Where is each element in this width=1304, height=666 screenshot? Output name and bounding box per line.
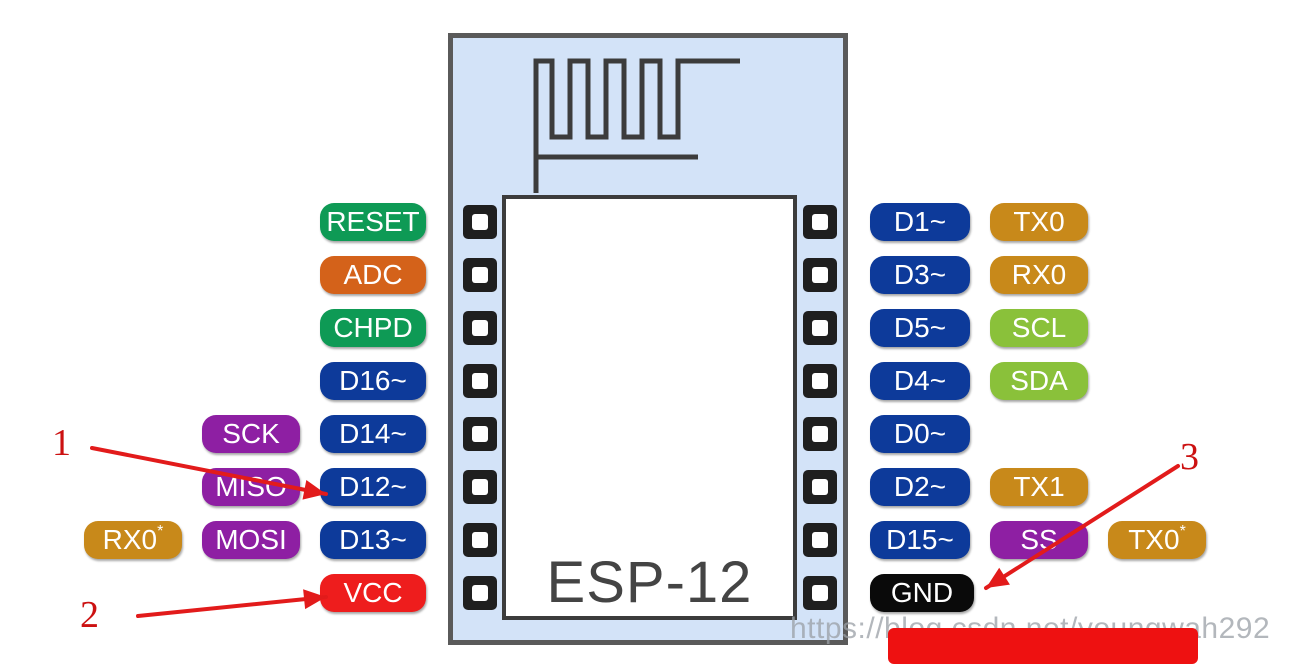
pin-label-d12-text: D12~ [339, 471, 407, 502]
pad-left-1 [463, 205, 497, 239]
red-highlight-bar [888, 628, 1198, 664]
pin-label-d2-text: D2~ [893, 471, 947, 502]
pad-right-8 [803, 576, 837, 610]
pad-right-5 [803, 417, 837, 451]
pin-label-reset-text: RESET [326, 206, 420, 237]
pad-right-6 [803, 470, 837, 504]
pcb-antenna-trace [533, 58, 740, 193]
pin-alt-tx0-right-text: TX0 [1128, 524, 1180, 555]
pad-right-1 [803, 205, 837, 239]
pin-label-d13: D13~ [320, 521, 426, 559]
pad-right-7 [803, 523, 837, 557]
pin-alt-sck-left-text: SCK [222, 418, 280, 449]
pin-alt-rx0-left: RX0* [84, 521, 182, 559]
pad-left-5 [463, 417, 497, 451]
pin-alt-mosi-left-text: MOSI [215, 524, 287, 555]
pad-left-4 [463, 364, 497, 398]
pin-label-d3: D3~ [870, 256, 970, 294]
annotation-arrow-1 [90, 446, 328, 500]
annotation-number-3: 3 [1180, 436, 1199, 478]
pin-label-vcc: VCC [320, 574, 426, 612]
pin-alt-tx0-right-sup: * [1179, 523, 1186, 540]
pad-left-6 [463, 470, 497, 504]
pin-label-d4-text: D4~ [893, 365, 947, 396]
pin-label-gnd-text: GND [890, 577, 954, 608]
pin-label-chpd: CHPD [320, 309, 426, 347]
pad-left-8 [463, 576, 497, 610]
pin-label-adc-text: ADC [343, 259, 403, 290]
pin-label-gnd: GND [870, 574, 974, 612]
pin-alt-sda-right-text: SDA [1010, 365, 1068, 396]
pin-label-d4: D4~ [870, 362, 970, 400]
pin-alt-mosi-left: MOSI [202, 521, 300, 559]
pad-left-3 [463, 311, 497, 345]
pin-label-adc: ADC [320, 256, 426, 294]
pin-alt-rx0-right: RX0 [990, 256, 1088, 294]
pin-alt-rx0-right-text: RX0 [1011, 259, 1067, 290]
pin-label-vcc-text: VCC [343, 577, 403, 608]
pin-label-d5: D5~ [870, 309, 970, 347]
pin-label-reset: RESET [320, 203, 426, 241]
module-label: ESP-12 [546, 550, 753, 615]
pin-label-d5-text: D5~ [893, 312, 947, 343]
pin-label-d1: D1~ [870, 203, 970, 241]
pin-alt-rx0-left-sup: * [157, 523, 164, 540]
pad-left-2 [463, 258, 497, 292]
pin-label-d16-text: D16~ [339, 365, 407, 396]
pin-label-d12: D12~ [320, 468, 426, 506]
pin-label-d15-text: D15~ [886, 524, 954, 555]
pin-alt-sda-right: SDA [990, 362, 1088, 400]
pin-alt-scl-right: SCL [990, 309, 1088, 347]
pin-label-d3-text: D3~ [893, 259, 947, 290]
pin-label-d13-text: D13~ [339, 524, 407, 555]
pin-label-d14: D14~ [320, 415, 426, 453]
pad-left-7 [463, 523, 497, 557]
pin-label-d2: D2~ [870, 468, 970, 506]
pad-right-2 [803, 258, 837, 292]
pin-alt-tx1-right-text: TX1 [1013, 471, 1065, 502]
pin-label-chpd-text: CHPD [333, 312, 413, 343]
pin-label-d0: D0~ [870, 415, 970, 453]
pin-alt-tx0-right-text: TX0 [1013, 206, 1065, 237]
pad-right-4 [803, 364, 837, 398]
pin-label-d0-text: D0~ [893, 418, 947, 449]
pad-right-3 [803, 311, 837, 345]
pin-alt-scl-right-text: SCL [1011, 312, 1067, 343]
pin-label-d15: D15~ [870, 521, 970, 559]
pin-alt-ss-right-text: SS [1020, 524, 1058, 555]
annotation-arrow-2 [136, 589, 328, 618]
pin-label-d14-text: D14~ [339, 418, 407, 449]
pin-alt-sck-left: SCK [202, 415, 300, 453]
annotation-number-1: 1 [52, 422, 71, 464]
pin-alt-tx0-right: TX0* [1108, 521, 1206, 559]
annotation-arrow-3 [984, 464, 1180, 590]
rf-shield-can [502, 195, 797, 620]
pin-alt-rx0-left-text: RX0 [102, 524, 158, 555]
pin-alt-tx0-right: TX0 [990, 203, 1088, 241]
pin-label-d16: D16~ [320, 362, 426, 400]
annotation-number-2: 2 [80, 594, 99, 636]
pin-label-d1-text: D1~ [893, 206, 947, 237]
pin-alt-tx1-right: TX1 [990, 468, 1088, 506]
